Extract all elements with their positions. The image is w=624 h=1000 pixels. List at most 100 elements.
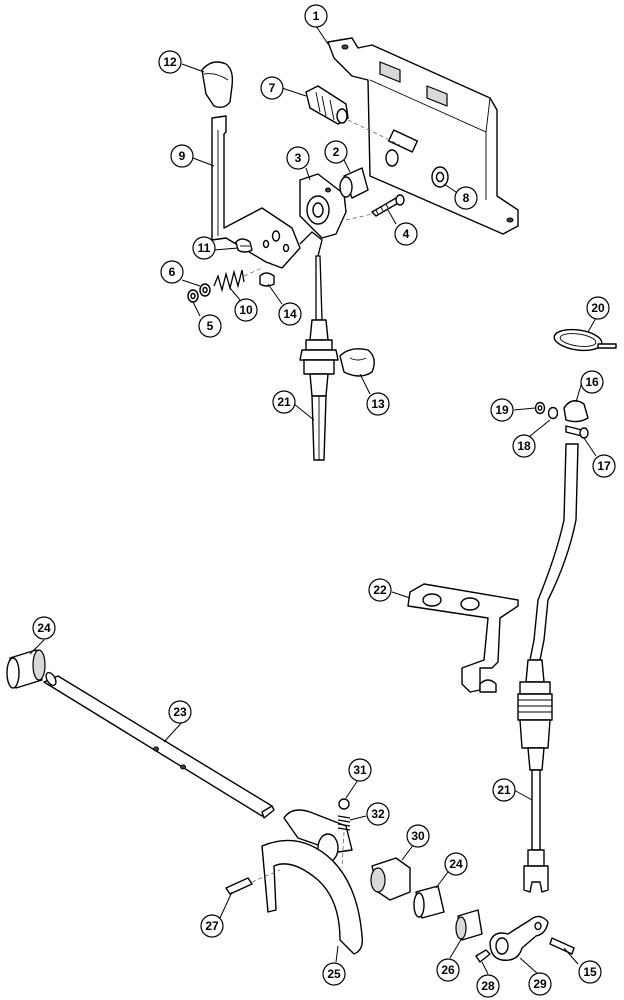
part-2-bushing — [339, 167, 369, 199]
callout-22: 22 — [368, 578, 392, 602]
svg-text:9: 9 — [179, 149, 186, 163]
svg-text:6: 6 — [169, 265, 176, 279]
svg-text:24: 24 — [449, 857, 463, 871]
svg-text:28: 28 — [481, 979, 495, 993]
callout-31: 31 — [348, 758, 372, 782]
part-11-clip — [235, 238, 253, 253]
svg-text:3: 3 — [295, 151, 302, 165]
callout-12: 12 — [158, 50, 182, 74]
part-17-screw — [565, 425, 589, 439]
part-16-clamp — [563, 400, 589, 423]
svg-text:32: 32 — [371, 807, 385, 821]
callout-9: 9 — [170, 144, 194, 168]
callout-3: 3 — [286, 146, 310, 170]
callout-5: 5 — [198, 314, 222, 338]
svg-text:26: 26 — [441, 963, 455, 977]
svg-text:8: 8 — [463, 191, 470, 205]
callout-17: 17 — [592, 454, 616, 478]
svg-text:1: 1 — [313, 9, 320, 23]
svg-text:29: 29 — [533, 977, 547, 991]
svg-text:13: 13 — [371, 397, 385, 411]
svg-text:19: 19 — [495, 403, 509, 417]
part-9-shift-lever — [211, 115, 301, 269]
part-22-cable-bracket — [407, 583, 519, 693]
callout-10: 10 — [234, 298, 258, 322]
callout-23: 23 — [168, 700, 192, 724]
callout-27: 27 — [200, 914, 224, 938]
part-29-lever-arm — [489, 915, 549, 961]
callout-13: 13 — [366, 392, 390, 416]
part-14-clip — [259, 272, 275, 287]
callout-18: 18 — [512, 434, 536, 458]
part-10-spring — [213, 267, 263, 293]
callout-26: 26 — [436, 958, 460, 982]
svg-text:21: 21 — [497, 783, 511, 797]
callout-15: 15 — [578, 960, 602, 984]
part-15-pin — [549, 937, 575, 955]
part-26-bushing — [455, 909, 483, 941]
svg-text:16: 16 — [585, 375, 599, 389]
callout-6: 6 — [160, 260, 184, 284]
callout-14: 14 — [278, 302, 302, 326]
svg-text:25: 25 — [327, 967, 341, 981]
part-30-pivot-block — [370, 857, 411, 901]
part-12-shift-knob — [201, 61, 234, 109]
svg-text:7: 7 — [269, 81, 276, 95]
part-18-nut — [547, 406, 559, 420]
svg-text:21: 21 — [277, 395, 291, 409]
svg-text:22: 22 — [373, 583, 387, 597]
part-24-bushing-left — [6, 649, 46, 689]
svg-text:15: 15 — [583, 965, 597, 979]
callout-2: 2 — [324, 140, 348, 164]
svg-text:14: 14 — [283, 307, 297, 321]
svg-text:2: 2 — [333, 145, 340, 159]
part-19-washer — [534, 401, 546, 415]
svg-text:12: 12 — [163, 55, 177, 69]
svg-text:11: 11 — [198, 241, 211, 255]
part-20-cable-tie — [553, 328, 617, 352]
svg-text:24: 24 — [37, 621, 51, 635]
part-6-washer — [199, 283, 211, 297]
callout-28: 28 — [476, 974, 500, 998]
part-24-bushing-right — [413, 885, 445, 919]
callout-21-upper: 21 — [272, 390, 296, 414]
callout-4: 4 — [394, 222, 418, 246]
part-4-bolt — [345, 194, 405, 221]
svg-text:20: 20 — [591, 301, 605, 315]
svg-text:27: 27 — [205, 919, 219, 933]
svg-text:17: 17 — [597, 459, 611, 473]
callout-21-lower: 21 — [492, 778, 516, 802]
part-3-pivot-block — [299, 173, 347, 239]
part-31-detent-ball — [338, 798, 350, 810]
callout-25: 25 — [322, 962, 346, 986]
callout-20: 20 — [586, 296, 610, 320]
svg-text:18: 18 — [517, 439, 531, 453]
svg-text:31: 31 — [353, 763, 367, 777]
callout-11: 11 — [192, 236, 216, 260]
part-21-lower-cable — [517, 443, 579, 893]
part-27-roll-pin — [225, 869, 281, 895]
callout-29: 29 — [528, 972, 552, 996]
part-21-upper-cable — [299, 231, 339, 461]
callout-8: 8 — [454, 186, 478, 210]
callout-30: 30 — [406, 824, 430, 848]
part-1-mounting-bracket — [327, 37, 519, 235]
callout-16: 16 — [580, 370, 604, 394]
svg-text:23: 23 — [173, 705, 187, 719]
svg-text:30: 30 — [411, 829, 425, 843]
part-32-detent-spring — [337, 815, 351, 869]
svg-text:4: 4 — [403, 227, 410, 241]
callout-32: 32 — [366, 802, 390, 826]
part-25-shift-fork — [261, 809, 364, 955]
callout-7: 7 — [260, 76, 284, 100]
svg-text:5: 5 — [207, 319, 214, 333]
svg-text:10: 10 — [239, 303, 253, 317]
callout-19: 19 — [490, 398, 514, 422]
callout-24-left: 24 — [32, 616, 56, 640]
part-23-shift-rail — [43, 671, 275, 819]
callout-1: 1 — [304, 4, 328, 28]
part-13-retaining-clip — [339, 348, 375, 377]
callout-24-right: 24 — [444, 852, 468, 876]
part-28-pin — [475, 949, 491, 963]
